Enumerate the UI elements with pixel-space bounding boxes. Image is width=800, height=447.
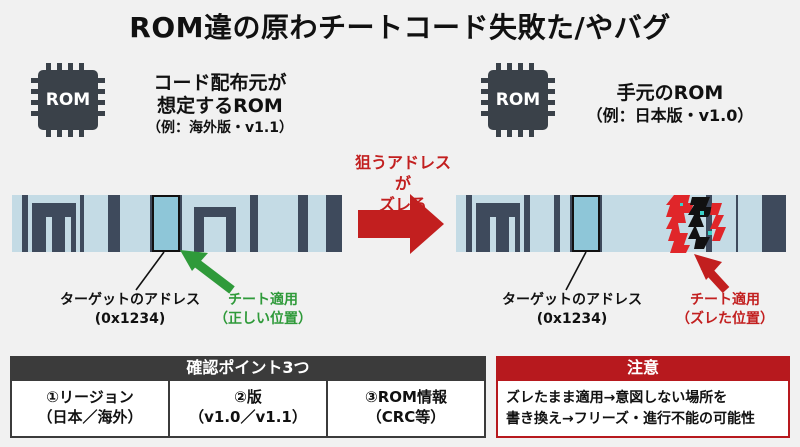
warning-text: ズレたまま適用→意図しない場所を 書き換え→フリーズ・進行不能の可能性 bbox=[506, 388, 786, 430]
corrupted-area-icon bbox=[666, 195, 726, 253]
cheat-shifted-label: チート適用 （ズレた位置） bbox=[660, 291, 790, 329]
target-address-label: ターゲットのアドレス (0x1234) bbox=[40, 291, 220, 329]
warning-title: 注意 bbox=[626, 358, 659, 377]
rom-chip-label: ROM bbox=[45, 90, 91, 110]
checkpoint-region: ①リージョン （日本／海外） bbox=[12, 381, 168, 436]
cheat-correct-label: チート適用 （正しい位置） bbox=[198, 291, 328, 329]
checkpoint-line: ③ROM情報 bbox=[365, 388, 447, 406]
caption-line: 手元のROM bbox=[616, 82, 724, 104]
checkpoint-line: （日本／海外） bbox=[37, 408, 143, 426]
checkpoint-line: （v1.0／v1.1） bbox=[189, 408, 307, 426]
shift-label-line: 狙うアドレスが bbox=[354, 153, 451, 193]
rom-chip-icon: ROM bbox=[31, 63, 105, 137]
cheat-label-note: （ズレた位置） bbox=[676, 311, 774, 327]
target-address-value: (0x1234) bbox=[94, 311, 166, 327]
checkpoint-panel: 確認ポイント3つ ①リージョン （日本／海外） ②版 （v1.0／v1.1） ③… bbox=[10, 356, 486, 438]
target-address-text: ターゲットのアドレス bbox=[60, 292, 200, 308]
caption-example: （例：日本版・v1.0） bbox=[586, 106, 754, 125]
memory-bar-expected bbox=[12, 195, 342, 252]
page-title: ROM違の原わチートコード失敗た/やバグ bbox=[129, 11, 671, 44]
warning-panel: 注意 ズレたまま適用→意図しない場所を 書き換え→フリーズ・進行不能の可能性 bbox=[496, 356, 790, 438]
expected-rom-caption: コード配布元が 想定するROM （例：海外版・v1.1） bbox=[120, 72, 320, 138]
rom-chip-icon: ROM bbox=[481, 63, 555, 137]
checkpoint-line: ②版 bbox=[234, 388, 262, 406]
caption-line: 想定するROM bbox=[157, 95, 283, 117]
target-address-text: ターゲットのアドレス bbox=[502, 292, 642, 308]
target-address-cell bbox=[152, 195, 180, 252]
local-rom-caption: 手元のROM （例：日本版・v1.0） bbox=[570, 82, 770, 127]
target-address-label: ターゲットのアドレス (0x1234) bbox=[482, 291, 662, 329]
checkpoint-line: （CRC等） bbox=[366, 408, 446, 426]
cheat-label-text: チート適用 bbox=[228, 292, 298, 308]
memory-bar-local bbox=[456, 195, 786, 253]
checkpoint-line: ①リージョン bbox=[46, 388, 134, 406]
shift-arrow-icon bbox=[358, 194, 444, 254]
target-address-value: (0x1234) bbox=[536, 311, 608, 327]
caption-line: コード配布元が bbox=[153, 72, 287, 94]
checkpoint-title: 確認ポイント3つ bbox=[186, 358, 310, 377]
rom-chip-label: ROM bbox=[495, 90, 541, 110]
warning-line: 書き換え→フリーズ・進行不能の可能性 bbox=[506, 411, 756, 427]
cheat-label-note: （正しい位置） bbox=[214, 311, 312, 327]
caption-example: （例：海外版・v1.1） bbox=[147, 120, 293, 136]
cheat-label-text: チート適用 bbox=[690, 292, 760, 308]
checkpoint-rom-info: ③ROM情報 （CRC等） bbox=[328, 381, 484, 436]
warning-line: ズレたまま適用→意図しない場所を bbox=[506, 390, 728, 406]
checkpoint-version: ②版 （v1.0／v1.1） bbox=[170, 381, 326, 436]
target-address-cell bbox=[572, 195, 600, 252]
